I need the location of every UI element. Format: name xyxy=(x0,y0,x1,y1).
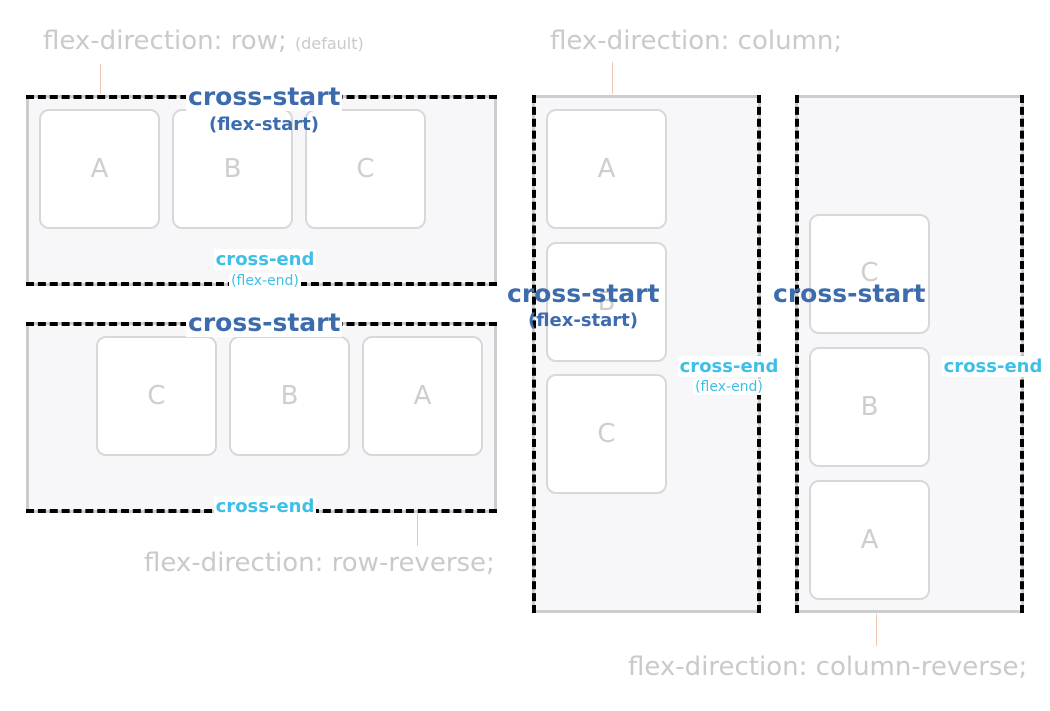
column-item-c: C xyxy=(546,374,667,494)
column-flex-start-label: (flex-start) xyxy=(527,310,639,331)
row-item-b: B xyxy=(172,109,293,229)
column-reverse-item-b: B xyxy=(809,347,930,467)
caption-row-default: (default) xyxy=(294,34,364,53)
column-cross-start-edge xyxy=(532,95,536,613)
caption-row-reverse: flex-direction: row-reverse; xyxy=(144,548,495,578)
column-flex-end-label: (flex-end) xyxy=(693,379,765,395)
row-cross-end-label: cross-end xyxy=(213,249,317,270)
row-reverse-item-b: B xyxy=(229,336,350,456)
caption-row-pointer xyxy=(100,64,101,94)
caption-column-pointer xyxy=(612,62,613,94)
row-cross-start-label: cross-start xyxy=(186,82,343,111)
row-item-a: A xyxy=(39,109,160,229)
column-cross-start-label: cross-start xyxy=(507,279,660,308)
caption-row: flex-direction: row; (default) xyxy=(43,26,364,56)
column-reverse-cross-end-edge xyxy=(1020,95,1024,613)
row-item-c: C xyxy=(305,109,426,229)
row-reverse-cross-end-label: cross-end xyxy=(213,496,317,517)
row-reverse-cross-start-label: cross-start xyxy=(186,308,343,337)
caption-column-reverse: flex-direction: column-reverse; xyxy=(628,652,1028,682)
column-reverse-item-c: C xyxy=(809,214,930,334)
row-flex-start-label: (flex-start) xyxy=(208,114,320,135)
column-cross-end-edge xyxy=(757,95,761,613)
column-reverse-cross-start-label: cross-start xyxy=(773,279,926,308)
column-reverse-cross-start-edge xyxy=(795,95,799,613)
caption-column-reverse-pointer xyxy=(876,614,877,646)
caption-row-reverse-pointer xyxy=(417,512,418,546)
column-item-a: A xyxy=(546,109,667,229)
row-reverse-item-a: A xyxy=(362,336,483,456)
column-cross-end-label: cross-end xyxy=(677,356,781,377)
row-flex-end-label: (flex-end) xyxy=(229,273,301,289)
caption-row-text: flex-direction: row; xyxy=(43,26,287,56)
row-reverse-item-c: C xyxy=(96,336,217,456)
column-reverse-cross-end-label: cross-end xyxy=(941,356,1045,377)
column-reverse-item-a: A xyxy=(809,480,930,600)
caption-column: flex-direction: column; xyxy=(550,26,843,56)
column-item-b: B xyxy=(546,242,667,362)
